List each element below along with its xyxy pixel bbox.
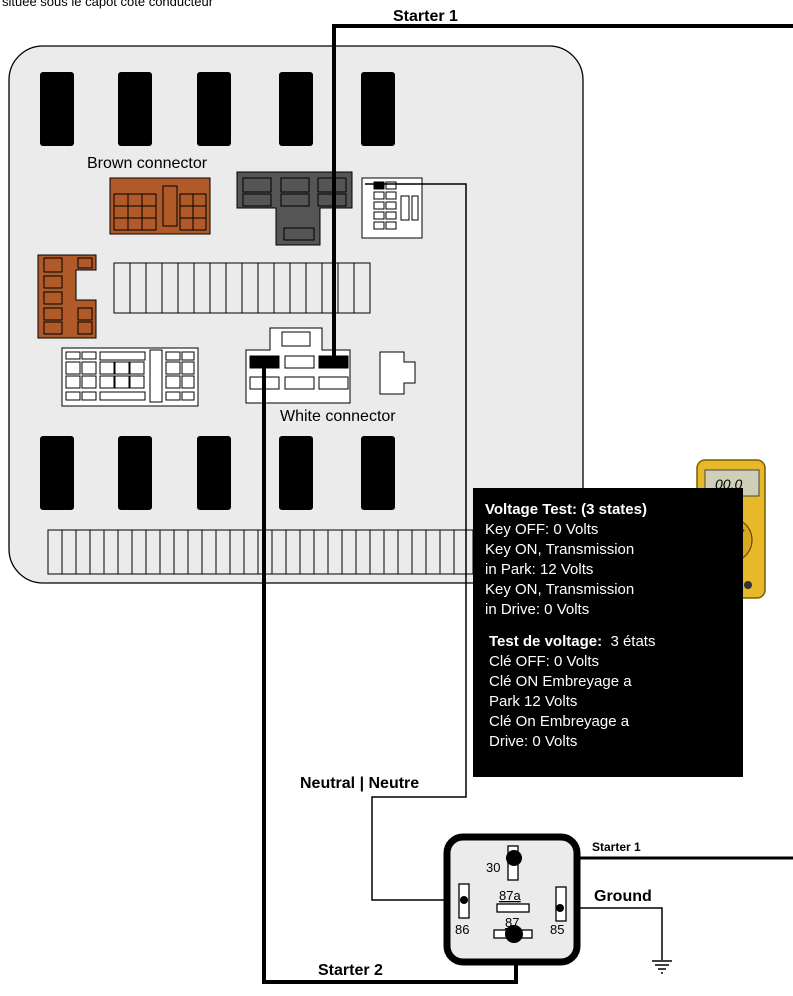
white-connector — [245, 327, 351, 404]
neutral-label: Neutral | Neutre — [300, 775, 419, 792]
fuse-strip-middle — [113, 262, 371, 314]
pin85-dot — [556, 904, 564, 912]
fr-line-5: Drive: 0 Volts — [489, 733, 578, 750]
pin30-dot — [506, 850, 522, 866]
relay-pin-87: 87 — [505, 915, 519, 930]
fuse-strip-bottom — [47, 529, 474, 575]
brown-side-connector — [37, 254, 97, 339]
gray-connector — [236, 171, 353, 246]
fr-title-rest: 3 états — [610, 633, 656, 650]
voltage-test-info-box: Voltage Test: (3 states) Key OFF: 0 Volt… — [473, 488, 743, 777]
pin87-dot — [505, 925, 523, 943]
bottom-relays — [40, 436, 395, 510]
white-connector-label: White connector — [280, 408, 396, 425]
relay-pin-30: 30 — [486, 860, 500, 875]
fr-line-1: Clé OFF: 0 Volts — [489, 653, 600, 670]
wire-neutral — [365, 183, 467, 901]
starter2-label: Starter 2 — [318, 962, 383, 979]
relay-pin-86: 86 — [455, 922, 469, 937]
brown-connector — [109, 177, 211, 235]
starter1-relay-label: Starter 1 — [592, 840, 641, 854]
fr-title: Test de voltage: — [489, 633, 603, 650]
fr-line-3: Park 12 Volts — [489, 693, 578, 710]
fr-line-4: Clé On Embreyage a — [489, 713, 630, 730]
caption: située sous le capot côté conducteur — [2, 0, 214, 9]
top-relays — [40, 72, 395, 146]
en-line-5: in Drive: 0 Volts — [485, 601, 590, 618]
white-top-connector — [361, 177, 423, 239]
white-left-connector — [61, 347, 199, 407]
relay: 30 87a 86 87 85 — [443, 833, 581, 966]
en-title: Voltage Test: (3 states) — [485, 501, 647, 518]
ground-symbol — [652, 960, 672, 974]
en-line-3: in Park: 12 Volts — [485, 561, 594, 578]
relay-pin-85: 85 — [550, 922, 564, 937]
wire-starter1-top — [332, 24, 793, 358]
en-line-2: Key ON, Transmission — [485, 541, 635, 558]
relay-pin-87a: 87a — [499, 888, 521, 903]
fr-line-2: Clé ON Embreyage a — [489, 673, 632, 690]
brown-connector-label: Brown connector — [87, 155, 208, 172]
ground-label: Ground — [594, 888, 652, 905]
en-line-1: Key OFF: 0 Volts — [485, 521, 599, 538]
small-right-connector — [379, 351, 416, 395]
starter1-top-label: Starter 1 — [393, 8, 458, 25]
wire-ground — [560, 907, 663, 960]
en-line-4: Key ON, Transmission — [485, 581, 635, 598]
pin86-dot — [460, 896, 468, 904]
